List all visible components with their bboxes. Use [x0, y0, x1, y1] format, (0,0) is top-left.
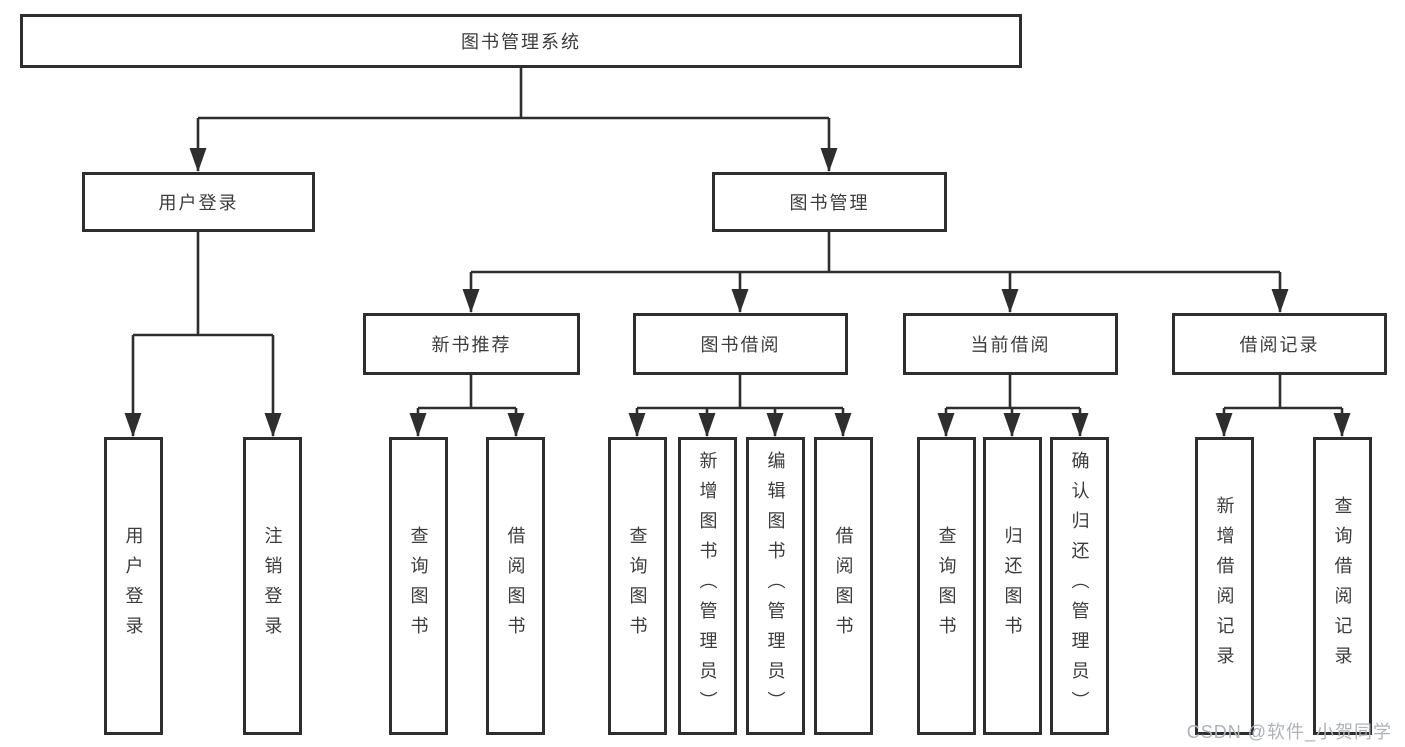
node-current-borrow: 当前借阅: [903, 313, 1118, 375]
node-new-book-recommend: 新书推荐: [363, 313, 580, 375]
connector-current-borrow-rail: [946, 375, 1080, 410]
connector-book-management-rail: [471, 232, 1280, 274]
node-user-login: 用户登录: [82, 172, 315, 232]
connector-user-login-rail: [133, 232, 273, 337]
connector-new-book-recommend-rail: [418, 375, 516, 410]
leaf-return-books-label: 归还图书: [1002, 526, 1023, 646]
connector-current-borrow: [937, 375, 1089, 437]
node-root: 图书管理系统: [20, 14, 1022, 68]
leaf-query-borrow-record-label: 查询借阅记录: [1332, 496, 1353, 676]
leaf-confirm-return-admin: 确认归还（管理员）: [1050, 437, 1109, 735]
leaf-user-login-label: 用户登录: [123, 526, 144, 646]
leaf-add-borrow-record: 新增借阅记录: [1195, 437, 1254, 735]
connector-book-borrow: [628, 375, 852, 437]
node-borrow-records: 借阅记录: [1172, 313, 1387, 375]
leaf-edit-book-admin: 编辑图书（管理员）: [746, 437, 805, 735]
connector-new-book-recommend: [409, 375, 525, 437]
leaf-confirm-return-admin-label: 确认归还（管理员）: [1069, 451, 1090, 721]
leaf-query-books-2-label: 查询图书: [627, 526, 648, 646]
leaf-add-borrow-record-label: 新增借阅记录: [1214, 496, 1235, 676]
leaf-logout: 注销登录: [243, 437, 302, 735]
leaf-query-books-2: 查询图书: [608, 437, 667, 735]
leaf-query-books-3-label: 查询图书: [936, 526, 957, 646]
connector-root: [189, 68, 838, 172]
node-book-management: 图书管理: [712, 172, 947, 232]
node-book-borrow: 图书借阅: [633, 313, 848, 375]
leaf-borrow-books-1: 借阅图书: [486, 437, 545, 735]
leaf-borrow-books-2: 借阅图书: [814, 437, 873, 735]
connector-book-management: [462, 232, 1289, 313]
leaf-borrow-books-2-label: 借阅图书: [833, 526, 854, 646]
leaf-user-login: 用户登录: [104, 437, 163, 735]
leaf-logout-label: 注销登录: [262, 526, 283, 646]
connector-borrow-records: [1215, 375, 1351, 437]
leaf-query-borrow-record: 查询借阅记录: [1313, 437, 1372, 735]
csdn-watermark: CSDN @软件_小贺同学: [1186, 722, 1392, 742]
leaf-return-books: 归还图书: [983, 437, 1042, 735]
leaf-borrow-books-1-label: 借阅图书: [505, 526, 526, 646]
leaf-add-book-admin: 新增图书（管理员）: [678, 437, 737, 735]
connector-root-rail: [198, 68, 829, 120]
connector-borrow-records-rail: [1224, 375, 1342, 410]
connector-book-borrow-rail: [637, 375, 843, 410]
leaf-add-book-admin-label: 新增图书（管理员）: [697, 451, 718, 721]
leaf-query-books-3: 查询图书: [917, 437, 976, 735]
connector-user-login: [124, 232, 282, 437]
leaf-query-books-1: 查询图书: [389, 437, 448, 735]
leaf-query-books-1-label: 查询图书: [408, 526, 429, 646]
leaf-edit-book-admin-label: 编辑图书（管理员）: [765, 451, 786, 721]
